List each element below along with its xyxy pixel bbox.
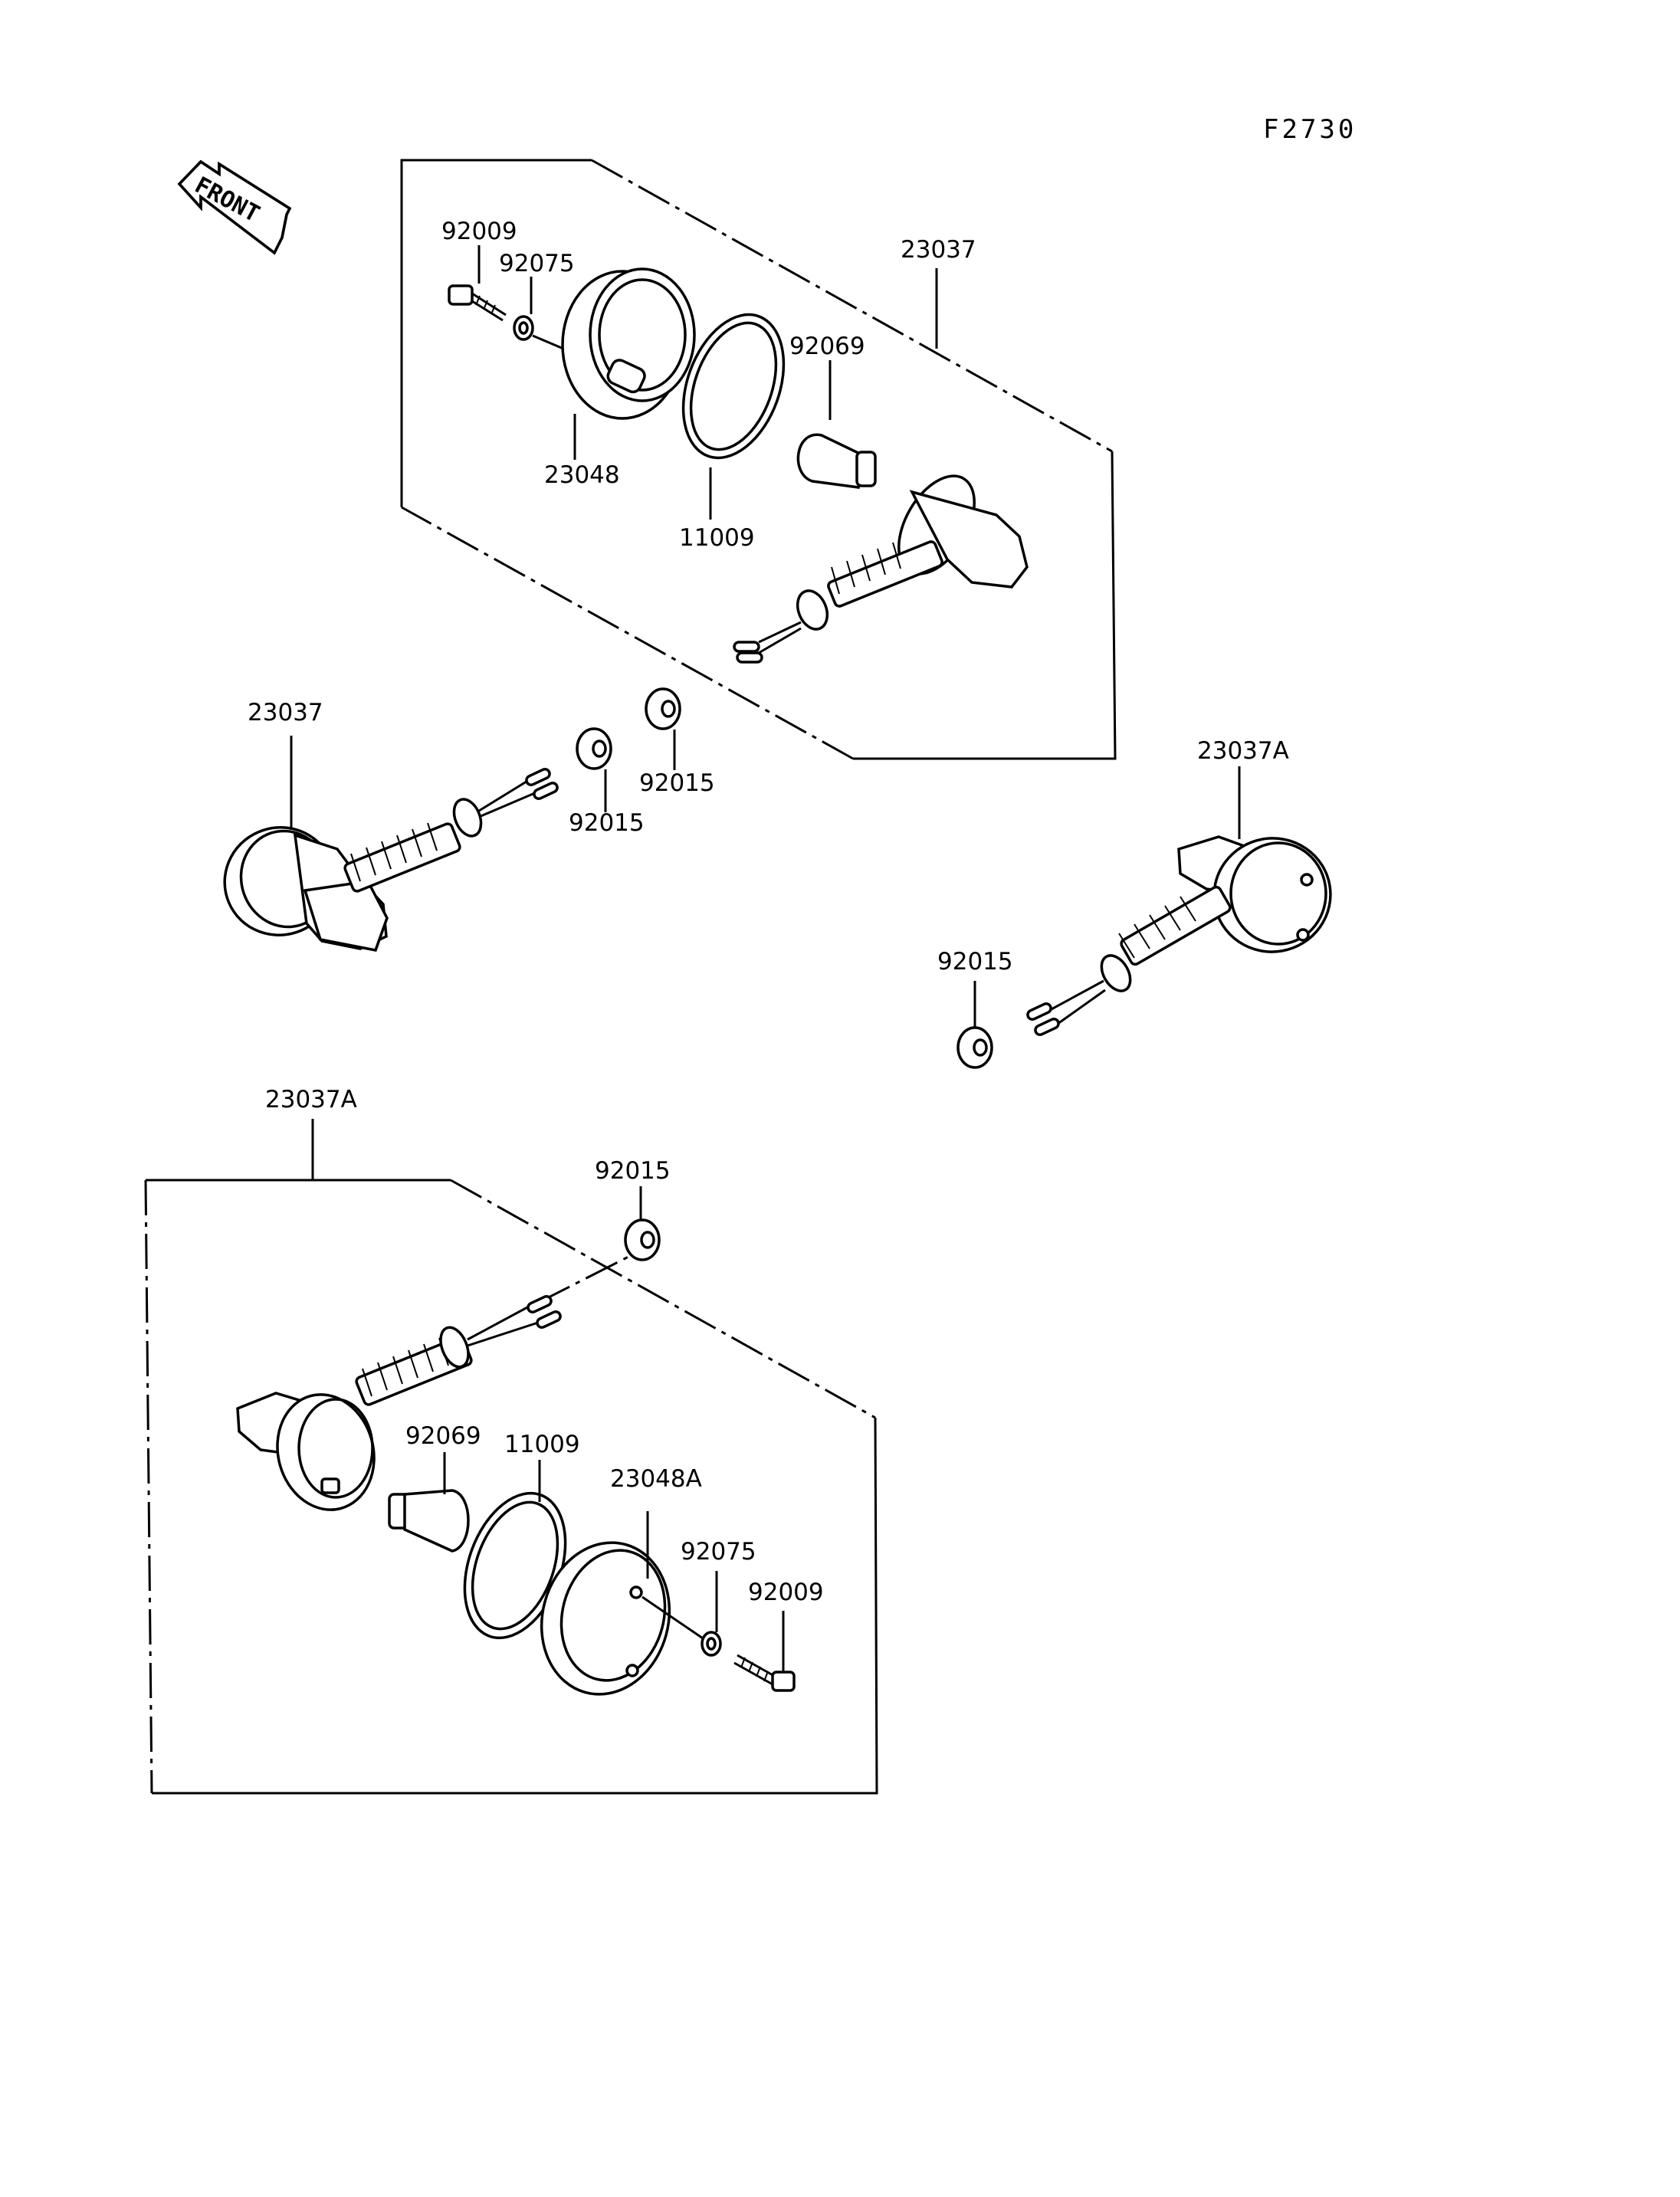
nut-92015-c-part: [956, 981, 993, 1069]
nut-92015-d-part: [624, 1186, 661, 1261]
washer-92075-a2-part: [701, 1571, 722, 1657]
assembly-23037A-box: [144, 1119, 878, 1795]
label-92009-a2: 92009: [748, 1579, 824, 1606]
signal-body-a1-part: [733, 474, 1029, 664]
reference-code: F2730: [1263, 114, 1357, 145]
washer-92075-part: [513, 277, 564, 350]
label-92009: 92009: [441, 218, 517, 245]
screw-92009-a2-part: [733, 1611, 796, 1692]
bulb-92069-part: [796, 360, 877, 489]
label-23037A-standalone: 23037A: [1197, 737, 1289, 765]
bulb-92069-a2-part: [388, 1452, 470, 1553]
label-23037: 23037: [901, 236, 976, 264]
label-23037A-assembly: 23037A: [265, 1086, 357, 1113]
label-11009: 11009: [679, 524, 755, 552]
label-92015-b: 92015: [639, 769, 715, 797]
front-arrow-icon: FRONT: [177, 159, 292, 255]
label-92075-a2: 92075: [681, 1538, 756, 1566]
signal-body-a2-part: [236, 1295, 562, 1511]
gasket-11009-part: [681, 313, 786, 520]
label-92069: 92069: [789, 333, 865, 360]
label-92015-c: 92015: [937, 948, 1013, 976]
lens-23048A-part: [540, 1511, 706, 1696]
label-23048: 23048: [544, 461, 620, 489]
label-92015-d: 92015: [595, 1157, 671, 1185]
screw-92009-part: [448, 245, 507, 322]
label-23048A: 23048A: [610, 1465, 702, 1493]
label-92015-a: 92015: [569, 809, 645, 837]
signal-23037A-standalone-part: [1026, 766, 1332, 1036]
label-11009-a2: 11009: [504, 1431, 580, 1458]
lens-23048-part: [561, 267, 696, 460]
nut-92015-b-part: [645, 687, 681, 770]
assembly-23037-box: [400, 159, 1117, 760]
signal-23037-standalone-part: [223, 736, 559, 953]
label-92075: 92075: [499, 250, 575, 277]
label-92069-a2: 92069: [405, 1422, 481, 1450]
label-23037-standalone: 23037: [248, 699, 323, 726]
nut-92015-a-part: [576, 727, 612, 812]
